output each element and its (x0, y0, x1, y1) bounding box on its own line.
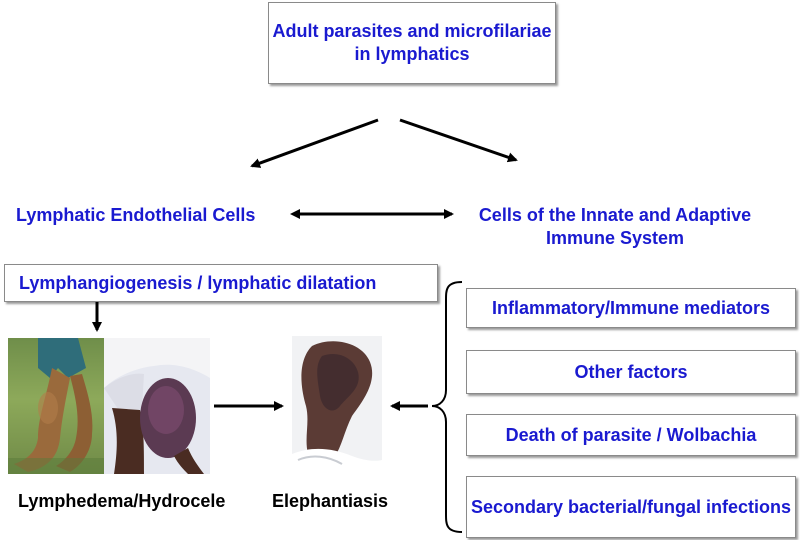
lymphedema-hydrocele-caption-text: Lymphedema/Hydrocele (18, 491, 226, 511)
arrow-top-to-left (250, 118, 379, 168)
elephantiasis-illustration (292, 336, 382, 474)
lymphedema-leg-photo (8, 338, 104, 474)
factor-text-death-parasite: Death of parasite / Wolbachia (505, 424, 757, 445)
factor-text-other: Other factors (574, 361, 688, 382)
factor-box-inflammatory: Inflammatory/Immune mediators (466, 288, 796, 328)
hydrocele-illustration (104, 338, 210, 474)
top-box-text: Adult parasites and microfilariae in lym… (272, 21, 552, 64)
top-box: Adult parasites and microfilariae in lym… (268, 2, 556, 84)
lymphedema-leg-illustration (8, 338, 104, 474)
hydrocele-photo (104, 338, 210, 474)
elephantiasis-photo (292, 336, 382, 474)
immune-cells-label: Cells of the Innate and Adaptive Immune … (455, 204, 775, 250)
factor-text-inflammatory: Inflammatory/Immune mediators (491, 297, 771, 318)
lymphedema-hydrocele-caption: Lymphedema/Hydrocele (18, 490, 268, 513)
lymphangiogenesis-text: Lymphangiogenesis / lymphatic dilatation (19, 272, 377, 293)
lymphatic-endothelial-cells-text: Lymphatic Endothelial Cells (16, 205, 256, 225)
factor-box-death-parasite: Death of parasite / Wolbachia (466, 414, 796, 456)
elephantiasis-caption: Elephantiasis (272, 490, 412, 513)
factor-text-secondary-infections: Secondary bacterial/fungal infections (470, 496, 792, 517)
elephantiasis-caption-text: Elephantiasis (272, 491, 389, 511)
immune-cells-text: Cells of the Innate and Adaptive Immune … (478, 205, 752, 248)
lymphangiogenesis-box: Lymphangiogenesis / lymphatic dilatation (4, 264, 438, 302)
factor-box-other: Other factors (466, 350, 796, 394)
arrow-top-to-right (399, 118, 518, 163)
factor-box-secondary-infections: Secondary bacterial/fungal infections (466, 476, 796, 538)
curly-brace (431, 281, 463, 533)
lymphatic-endothelial-cells-label: Lymphatic Endothelial Cells (16, 204, 306, 227)
